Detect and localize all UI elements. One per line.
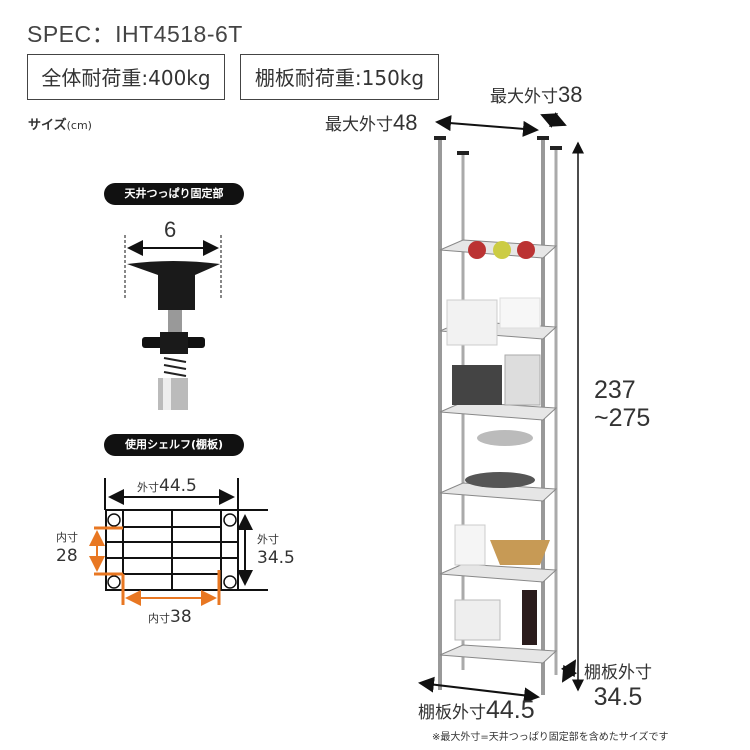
rack-shelf — [439, 563, 558, 583]
max-depth-arrow — [540, 112, 567, 128]
plate-item — [493, 241, 511, 259]
outer-depth-value: 34.5 — [257, 548, 295, 568]
shelf-panel-diagram — [89, 478, 268, 606]
ceiling-cap — [434, 136, 446, 140]
shelf-outer-depth-label: 外寸 34.5 — [257, 530, 295, 568]
ceiling-cap — [537, 136, 549, 140]
ceiling-fixture-illustration — [124, 235, 222, 410]
kettle-item — [504, 354, 541, 406]
ceiling-cap — [550, 146, 562, 150]
max-width-value: 48 — [393, 110, 418, 135]
rack-shelf — [439, 644, 558, 664]
ceiling-fixture-title: 天井つっぱり固定部 — [104, 183, 244, 205]
shelf-panel-title: 使用シェルフ(棚板) — [104, 434, 244, 456]
rack-shelf — [439, 401, 558, 421]
max-depth-value: 38 — [558, 82, 583, 107]
size-label: サイズ — [28, 118, 67, 133]
shelf-load-box: 棚板耐荷重:150kg — [240, 54, 439, 100]
outer-depth-prefix: 外寸 — [257, 533, 279, 546]
frying-pan-item — [465, 472, 535, 488]
rack-shelf — [439, 482, 558, 502]
inner-width-value: 38 — [170, 607, 192, 627]
height-max: ~275 — [594, 404, 651, 432]
shelf-depth-prefix: 棚板外寸 — [584, 663, 652, 683]
height-min: 237 — [594, 376, 636, 404]
outer-width-value: 44.5 — [159, 476, 197, 496]
size-heading: サイズ(cm) — [28, 114, 92, 133]
max-width-prefix: 最大外寸 — [325, 115, 393, 135]
toaster-item — [452, 365, 502, 405]
inner-depth-prefix: 内寸 — [56, 531, 78, 544]
plate-item — [517, 241, 535, 259]
size-unit: (cm) — [66, 119, 92, 132]
storage-box-item — [454, 599, 501, 641]
cups-item — [454, 524, 486, 566]
outer-width-prefix: 外寸 — [137, 481, 159, 494]
shelf-width-value: 44.5 — [486, 696, 535, 724]
shelf-width-arrow — [418, 676, 540, 704]
plate-item — [468, 241, 486, 259]
max-depth-label: 最大外寸38 — [490, 82, 582, 108]
shelf-outer-width-label: 外寸44.5 — [137, 476, 197, 496]
shelf-width-label: 棚板外寸44.5 — [418, 696, 535, 725]
footnote: ※最大外寸=天井つっぱり固定部を含めたサイズです — [432, 732, 669, 743]
salad-bowl-item — [490, 540, 550, 565]
bowls-item — [499, 297, 541, 329]
shelf-depth-value: 34.5 — [593, 683, 643, 711]
shelf-inner-depth-label: 内寸 28 — [56, 528, 78, 566]
pan-item — [477, 430, 533, 446]
max-depth-prefix: 最大外寸 — [490, 87, 558, 107]
ceiling-cap — [457, 151, 469, 155]
wine-bottle-item — [522, 590, 537, 645]
total-load-box: 全体耐荷重:400kg — [27, 54, 225, 100]
shelf-inner-width-label: 内寸38 — [148, 607, 192, 627]
ceiling-fixture-width: 6 — [164, 217, 177, 242]
max-width-arrow — [435, 115, 539, 137]
inner-width-prefix: 内寸 — [148, 612, 170, 625]
shelf-depth-arrow — [560, 659, 578, 683]
spec-model: SPEC：IHT4518-6T — [27, 21, 243, 47]
shelf-width-prefix: 棚板外寸 — [418, 703, 486, 723]
container-item — [446, 299, 498, 346]
inner-depth-value: 28 — [56, 546, 78, 566]
height-label: 237~275 — [594, 376, 650, 432]
max-width-label: 最大外寸48 — [325, 110, 417, 136]
